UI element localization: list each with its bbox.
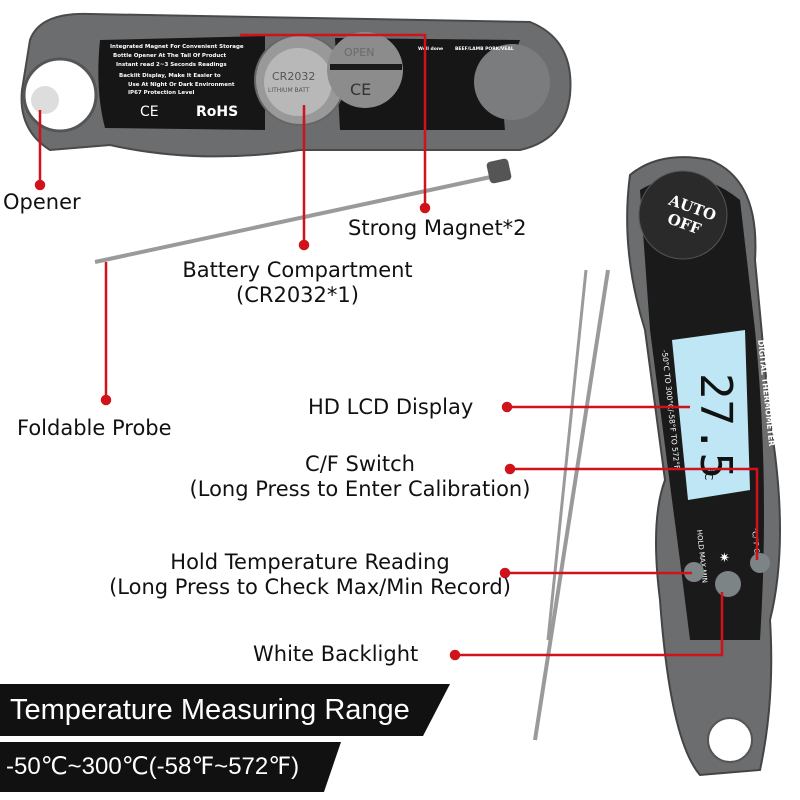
callout-hold-sub: (Long Press to Check Max/Min Record) <box>109 575 511 600</box>
svg-text:OPEN: OPEN <box>344 46 374 59</box>
svg-text:Integrated Magnet For Convenie: Integrated Magnet For Convenient Storage <box>110 44 244 50</box>
svg-text:CE: CE <box>140 104 159 120</box>
probe-right <box>533 269 610 741</box>
callout-magnet: Strong Magnet*2 <box>348 216 527 240</box>
hold-button <box>684 562 704 582</box>
svg-text:27.5: 27.5 <box>690 373 741 479</box>
dial <box>474 44 550 120</box>
probe-top <box>94 173 501 264</box>
callout-battery-sub: (CR2032*1) <box>236 283 359 308</box>
callout-hold: Hold Temperature Reading (Long Press to … <box>70 550 550 600</box>
right-thermometer: AUTO OFF 27.5 °C DIGITAL THERMOMETER -50… <box>533 156 781 777</box>
svg-text:Instant read 2~3 Seconds Readi: Instant read 2~3 Seconds Readings <box>116 62 227 68</box>
svg-text:°C: °C <box>702 467 715 481</box>
svg-text:✷: ✷ <box>719 551 730 566</box>
callout-backlight: White Backlight <box>253 642 419 666</box>
svg-text:Well done: Well done <box>418 46 443 52</box>
svg-text:LITHIUM BATT: LITHIUM BATT <box>268 87 310 94</box>
callout-lcd: HD LCD Display <box>308 395 474 419</box>
svg-text:IP67 Protection Level: IP67 Protection Level <box>128 90 194 96</box>
callout-cf-title: C/F Switch <box>305 452 415 476</box>
callout-hold-title: Hold Temperature Reading <box>170 550 450 574</box>
svg-text:BEEF/LAMB PORK/VEAL: BEEF/LAMB PORK/VEAL <box>455 46 514 52</box>
range-banner-value: -50℃~300℃(-58℉~572℉) <box>0 742 341 792</box>
lcd-screen <box>672 330 750 500</box>
right-opener-hole <box>707 717 753 763</box>
svg-text:RoHS: RoHS <box>196 104 238 120</box>
callout-opener: Opener <box>3 190 81 214</box>
callout-battery-title: Battery Compartment <box>182 258 413 282</box>
top-thermometer: Integrated Magnet For Convenient Storage… <box>20 12 572 264</box>
svg-text:CR2032: CR2032 <box>272 70 315 83</box>
svg-text:CE: CE <box>350 80 371 99</box>
svg-text:Backlit Display, Make It Easie: Backlit Display, Make It Easier to <box>119 73 221 79</box>
callout-cf: C/F Switch (Long Press to Enter Calibrat… <box>150 452 570 502</box>
callout-probe: Foldable Probe <box>17 416 172 440</box>
cal-button <box>750 553 770 573</box>
range-banner-title: Temperature Measuring Range <box>0 684 450 736</box>
callout-battery: Battery Compartment (CR2032*1) <box>160 258 435 308</box>
auto-off-button <box>638 170 728 260</box>
svg-text:Use At Night Or Dark Environme: Use At Night Or Dark Environment <box>128 82 235 88</box>
callout-lines <box>34 33 759 661</box>
callout-cf-sub: (Long Press to Enter Calibration) <box>189 477 531 502</box>
backlight-button <box>715 571 741 597</box>
svg-text:Bottle Opener At The Tail Of P: Bottle Opener At The Tail Of Product <box>113 53 227 59</box>
